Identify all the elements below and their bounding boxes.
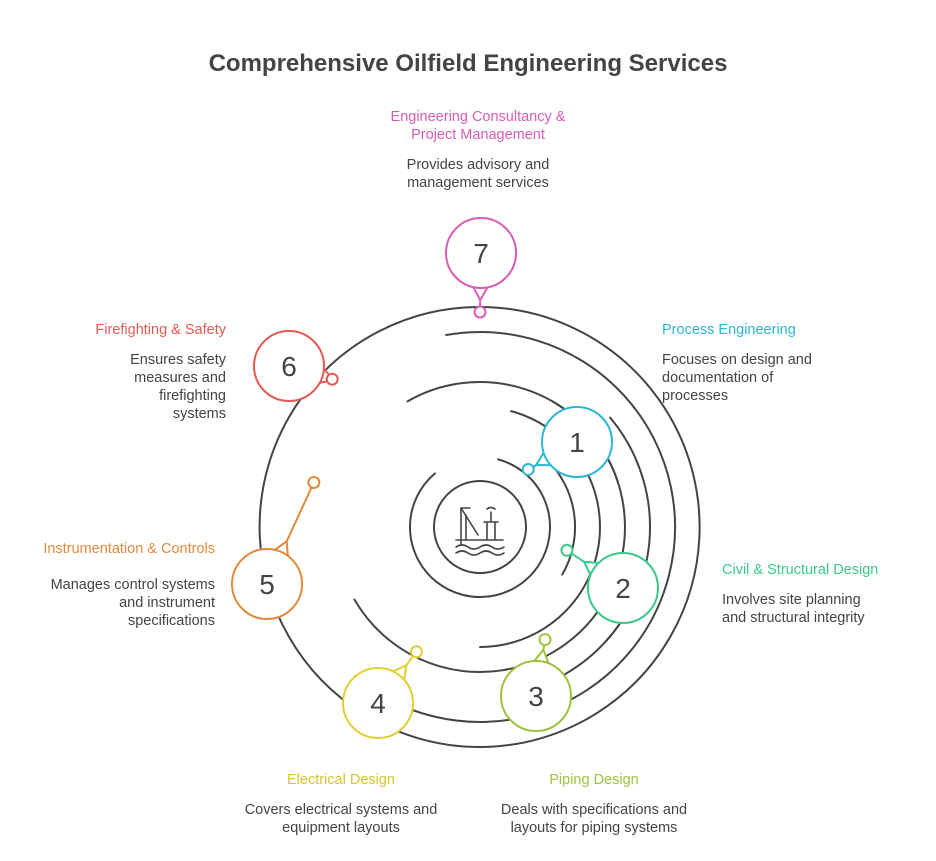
step-marker-5: 5 bbox=[231, 475, 321, 620]
step-bubble bbox=[342, 667, 414, 739]
step-marker-7: 7 bbox=[445, 217, 517, 319]
step-dot bbox=[560, 543, 574, 557]
seam-cover bbox=[531, 662, 551, 669]
step-dot bbox=[538, 633, 552, 647]
item-desc: Ensures safety measures and firefighting… bbox=[130, 352, 226, 422]
icon-stroke bbox=[455, 544, 505, 550]
item-desc: Covers electrical systems and equipment … bbox=[244, 802, 438, 836]
step-bubble bbox=[445, 217, 517, 289]
step-number: 2 bbox=[615, 573, 631, 604]
label-instrumentation-controls: Instrumentation & Controls Manages contr… bbox=[40, 540, 215, 630]
item-title: Firefighting & Safety bbox=[95, 322, 226, 338]
item-title: Piping Design bbox=[549, 772, 639, 788]
item-title: Electrical Design bbox=[287, 772, 395, 788]
step-bubble bbox=[587, 552, 659, 624]
label-firefighting-safety: Firefighting & Safety Ensures safety mea… bbox=[60, 321, 226, 423]
step-bubble bbox=[500, 660, 572, 732]
step-number: 4 bbox=[370, 688, 386, 719]
seam-cover bbox=[271, 550, 289, 561]
spiral-arc bbox=[353, 331, 676, 724]
item-desc: Provides advisory and management service… bbox=[406, 157, 550, 191]
step-number: 7 bbox=[473, 238, 489, 269]
step-number: 1 bbox=[569, 427, 585, 458]
item-title: Civil & Structural Design bbox=[722, 562, 879, 578]
oil-rig-icon bbox=[455, 506, 505, 556]
step-dot bbox=[307, 475, 321, 489]
item-title: Process Engineering bbox=[662, 322, 796, 338]
label-process-engineering: Process Engineering Focuses on design an… bbox=[662, 321, 852, 405]
step-dot bbox=[521, 463, 535, 477]
step-marker-3: 3 bbox=[500, 633, 572, 732]
seam-cover bbox=[544, 448, 556, 466]
seam-cover bbox=[591, 562, 604, 580]
page-title: Comprehensive Oilfield Engineering Servi… bbox=[208, 50, 728, 77]
step-dot bbox=[325, 372, 339, 386]
item-title: Instrumentation & Controls bbox=[43, 541, 215, 557]
spiral-arc bbox=[258, 306, 701, 748]
step-number: 5 bbox=[259, 569, 275, 600]
step-number: 3 bbox=[528, 681, 544, 712]
center-circle bbox=[433, 480, 527, 574]
item-desc: Deals with specifications and layouts fo… bbox=[500, 802, 688, 836]
step-bubble bbox=[231, 548, 303, 620]
step-number: 6 bbox=[281, 351, 297, 382]
label-consultancy-pm: Engineering Consultancy & Project Manage… bbox=[378, 108, 578, 192]
step-dot bbox=[473, 305, 487, 319]
label-piping-design: Piping Design Deals with specifications … bbox=[489, 771, 699, 837]
spiral-arc bbox=[564, 416, 651, 676]
step-marker-4: 4 bbox=[342, 645, 423, 739]
step-dot bbox=[409, 645, 423, 659]
label-electrical-design: Electrical Design Covers electrical syst… bbox=[231, 771, 451, 837]
connector-line bbox=[285, 482, 315, 542]
step-marker-1: 1 bbox=[521, 406, 613, 478]
seam-cover bbox=[388, 671, 405, 685]
step-bubble bbox=[541, 406, 613, 478]
spiral-arc bbox=[409, 458, 551, 599]
step-bubble bbox=[253, 330, 325, 402]
icon-stroke bbox=[486, 506, 496, 510]
label-civil-structural: Civil & Structural Design Involves site … bbox=[722, 561, 922, 627]
step-marker-2: 2 bbox=[560, 543, 659, 624]
step-marker-6: 6 bbox=[253, 330, 339, 402]
icon-stroke bbox=[460, 507, 479, 536]
icon-stroke bbox=[483, 511, 499, 541]
item-title: Engineering Consultancy & Project Manage… bbox=[390, 109, 566, 143]
item-desc: Involves site planning and structural in… bbox=[722, 592, 865, 626]
item-desc: Focuses on design and documentation of p… bbox=[662, 352, 812, 404]
seam-cover bbox=[314, 366, 323, 385]
item-desc: Manages control systems and instrument s… bbox=[50, 577, 215, 629]
icon-stroke bbox=[455, 550, 505, 556]
